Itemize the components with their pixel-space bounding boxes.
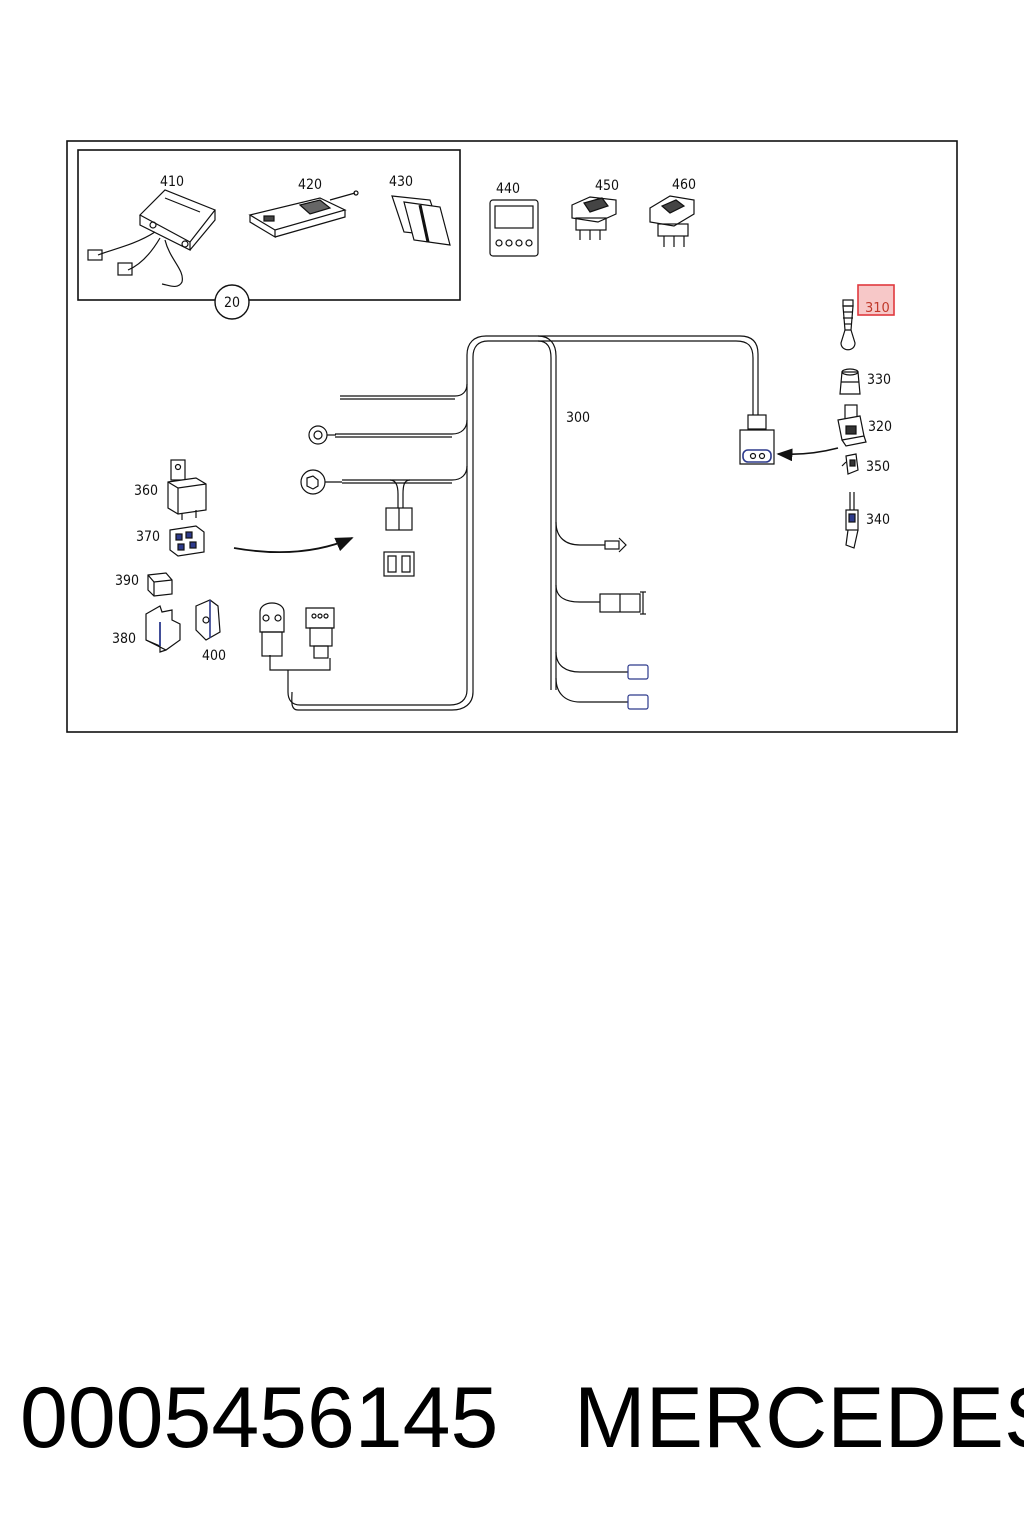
- lead-end-connector: [599, 591, 646, 615]
- part-360-relay: [167, 459, 207, 520]
- callout-360: 360: [134, 483, 158, 499]
- part-380-holder: [145, 605, 181, 653]
- arrow-320-to-connector: [776, 447, 839, 462]
- lead-end-plug: [604, 537, 627, 553]
- callout-310: 310: [865, 301, 890, 316]
- harness-connector: [739, 414, 775, 465]
- diagram-frame: [66, 140, 958, 733]
- part-390-fuse: [147, 572, 173, 597]
- part-440-timer: [489, 199, 539, 257]
- part-370-relay-socket: [169, 525, 205, 557]
- ring-terminal-upper: [308, 425, 336, 445]
- part-320-connector: [837, 404, 867, 447]
- part-430-card: [391, 195, 451, 246]
- inset-box: [77, 149, 461, 301]
- part-350-terminal: [841, 453, 859, 475]
- callout-350: 350: [866, 459, 890, 475]
- callout-400: 400: [202, 648, 226, 664]
- part-330-seal: [839, 368, 861, 395]
- fuse-holder: [383, 507, 415, 577]
- lead-end-spade-lower: [627, 694, 649, 710]
- callout-340: 340: [866, 512, 890, 528]
- callout-460: 460: [672, 177, 696, 193]
- highlight-310-box: [857, 284, 895, 316]
- callout-380: 380: [112, 631, 136, 647]
- part-450-switch: [571, 196, 617, 240]
- callout-320: 320: [868, 419, 892, 435]
- wiring-harness-diagram: 20 410 420 430 440: [66, 140, 958, 733]
- square-connector: [305, 607, 335, 659]
- callout-450: 450: [595, 178, 619, 194]
- callout-330: 330: [867, 372, 891, 388]
- callout-390: 390: [115, 573, 139, 589]
- callout-420: 420: [298, 177, 322, 193]
- part-340-contact-pin: [845, 492, 859, 549]
- ring-terminal-lower: [300, 469, 342, 495]
- callout-300: 300: [566, 410, 590, 426]
- part-460-switch: [649, 195, 695, 247]
- part-number: 0005456145: [20, 1370, 499, 1466]
- inset-callout-circle: [214, 284, 250, 320]
- part-420-remote: [248, 190, 359, 239]
- part-410-control-unit: [87, 189, 216, 288]
- harness-300: [269, 335, 759, 711]
- caption: 0005456145 MERCEDES: [0, 1368, 1024, 1468]
- callout-410: 410: [160, 174, 184, 190]
- brand-name: MERCEDES: [574, 1370, 1024, 1466]
- lead-end-spade-upper: [627, 664, 649, 680]
- round-connector: [259, 602, 285, 657]
- part-400-bracket: [195, 599, 221, 641]
- callout-370: 370: [136, 529, 160, 545]
- arrow-relay-to-fuseholder: [233, 537, 354, 553]
- inset-callout-label: 20: [224, 295, 240, 311]
- callout-440: 440: [496, 181, 520, 197]
- part-310-seal-plug: [840, 299, 856, 351]
- callout-430: 430: [389, 174, 413, 190]
